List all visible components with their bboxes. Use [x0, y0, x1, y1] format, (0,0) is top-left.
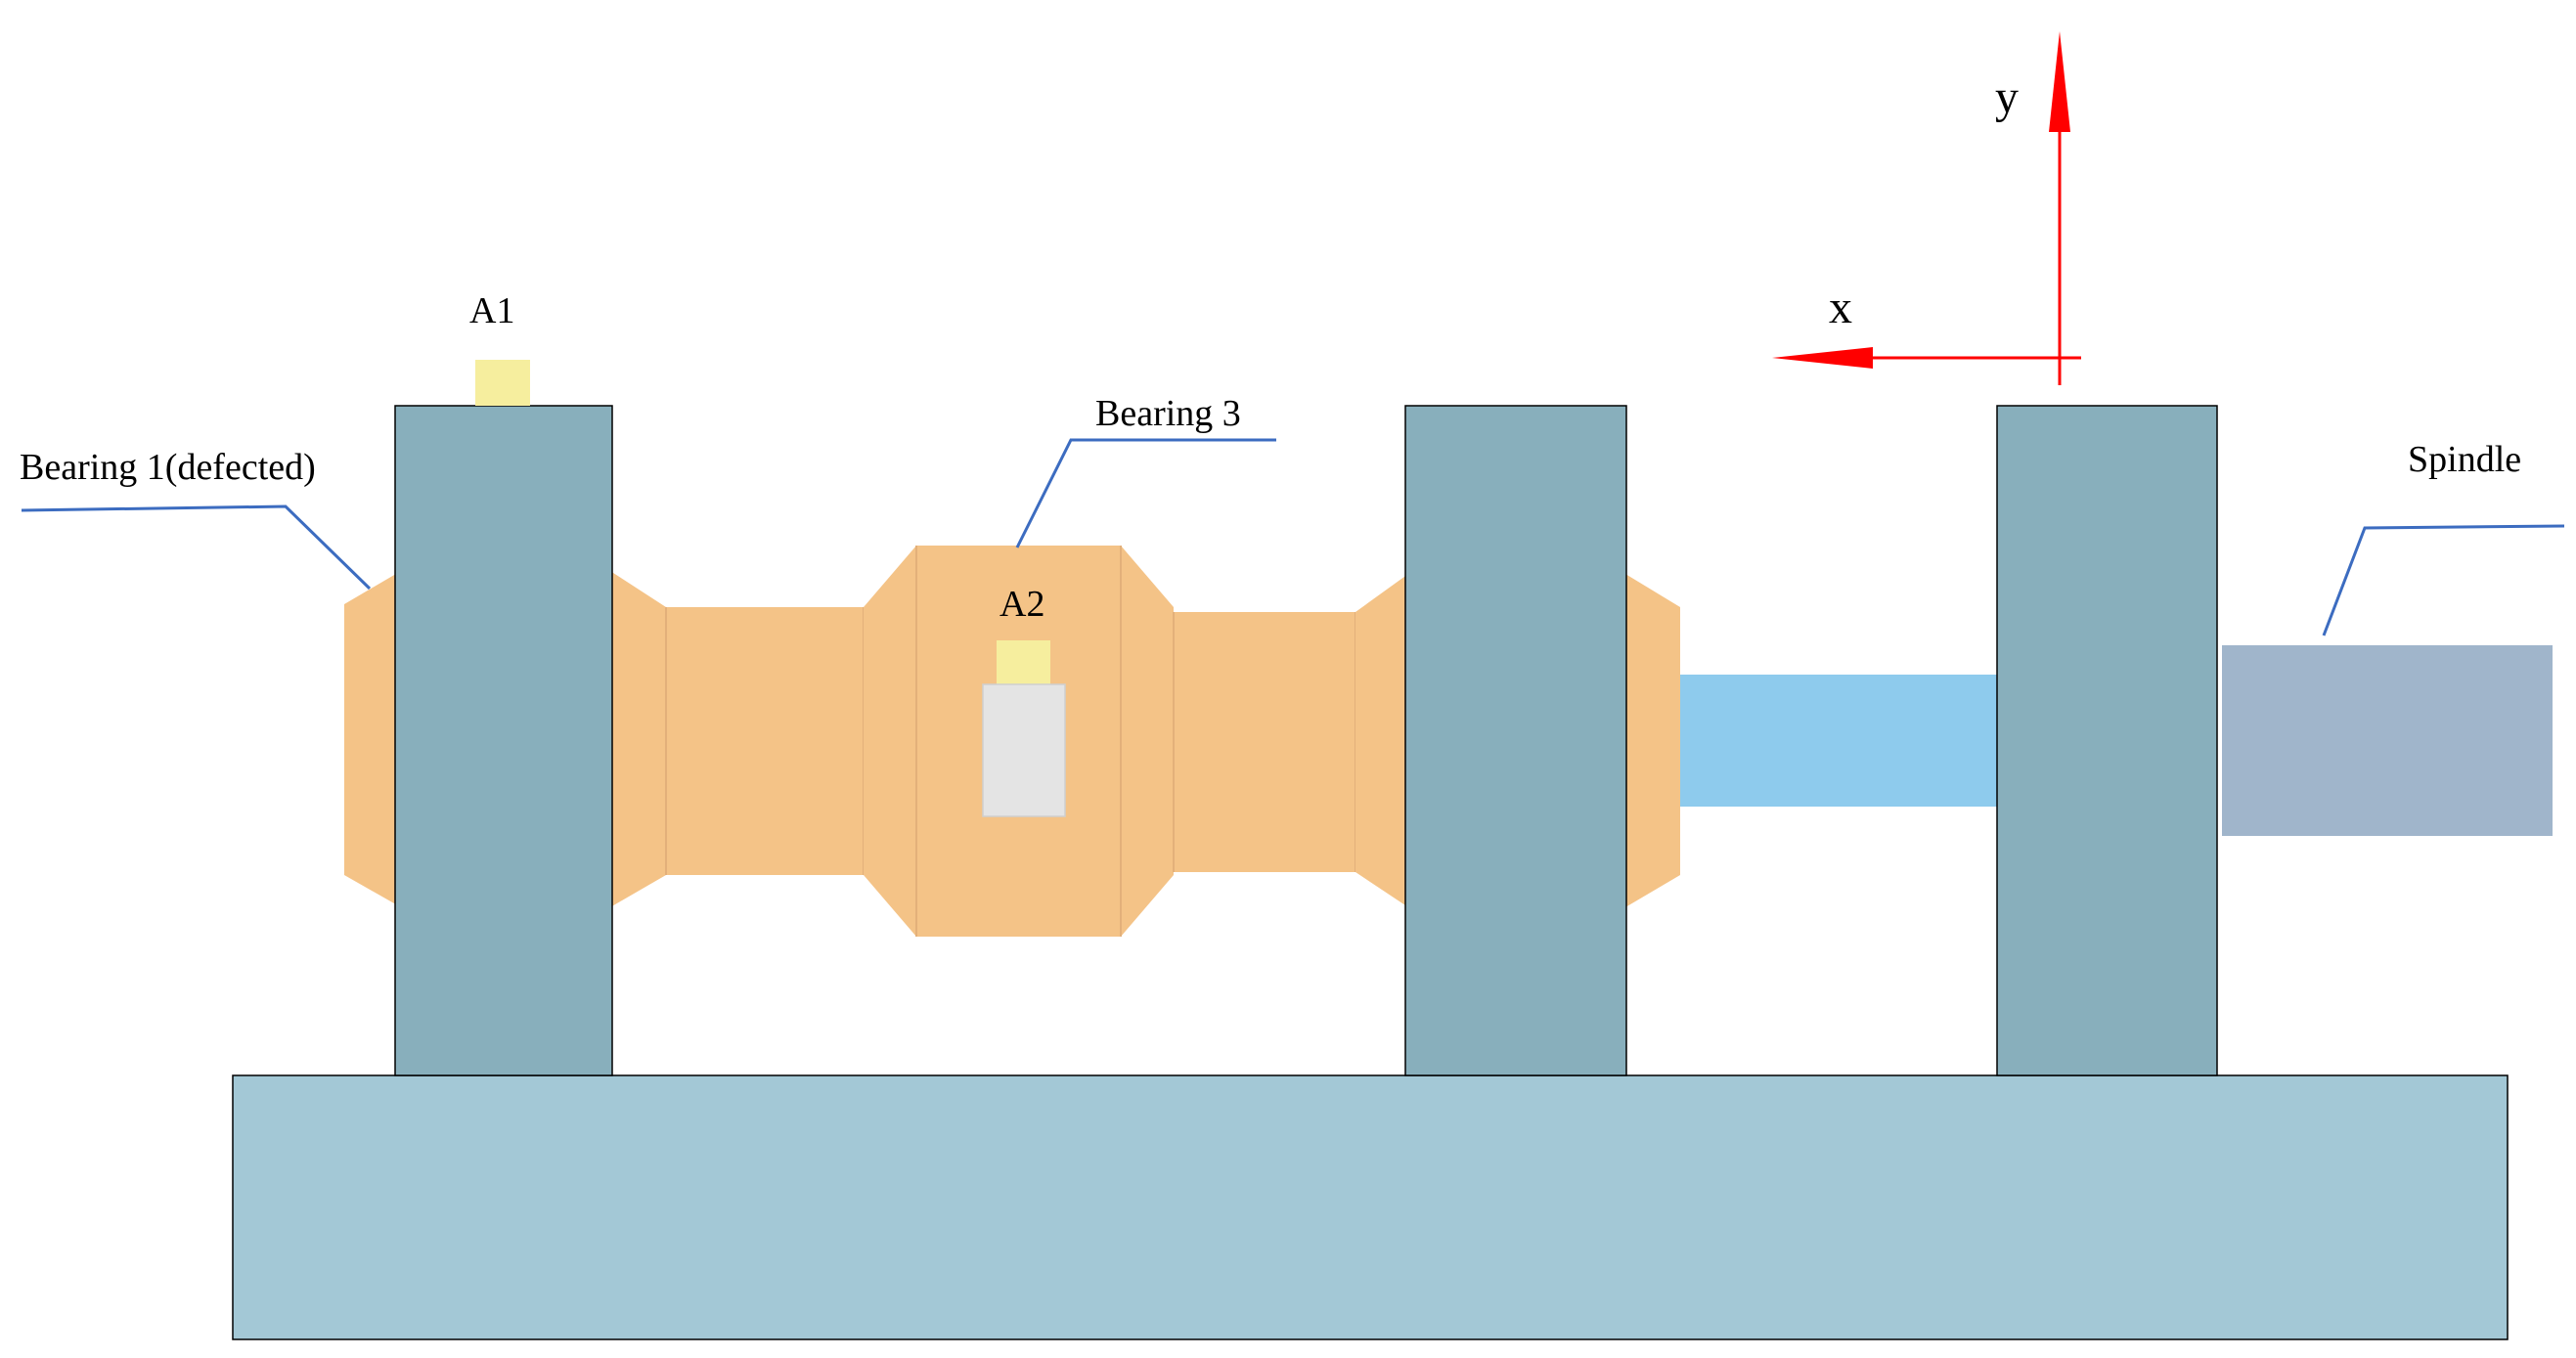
- shaft-section-left: [666, 607, 864, 875]
- support-block-1: [394, 405, 613, 1076]
- bearing-1-leader-line: [21, 504, 372, 591]
- shaft-taper-right-1: [1355, 574, 1408, 907]
- right-shaft-hub: [1625, 574, 1680, 907]
- base-plate: [232, 1074, 2509, 1340]
- shaft-taper-left-1: [610, 571, 666, 907]
- x-axis-label: x: [1829, 282, 1852, 333]
- coupling-shaft: [1680, 675, 1997, 807]
- support-block-3: [1996, 405, 2218, 1076]
- spindle-leader-line: [2322, 524, 2565, 636]
- sensor-a2-body: [982, 683, 1066, 817]
- sensor-a1-label: A1: [469, 290, 514, 331]
- x-axis-arrowhead: [1772, 347, 1873, 369]
- sensor-a2-pad: [997, 640, 1050, 684]
- bearing-1-label: Bearing 1(defected): [20, 447, 316, 488]
- left-shaft-hub: [344, 571, 401, 907]
- spindle-label: Spindle: [2408, 439, 2521, 480]
- bearing-3-label: Bearing 3: [1095, 393, 1241, 434]
- sensor-a2-label: A2: [999, 584, 1044, 625]
- y-axis-label: y: [1995, 71, 2019, 123]
- support-block-2: [1404, 405, 1627, 1076]
- y-axis-arrowhead: [2049, 31, 2070, 132]
- bearing-3-leader-line: [1015, 438, 1276, 548]
- coordinate-axes: x y: [1772, 31, 2081, 385]
- sensor-a1-pad: [475, 360, 530, 406]
- shaft-section-right: [1174, 612, 1355, 872]
- spindle: [2222, 645, 2553, 836]
